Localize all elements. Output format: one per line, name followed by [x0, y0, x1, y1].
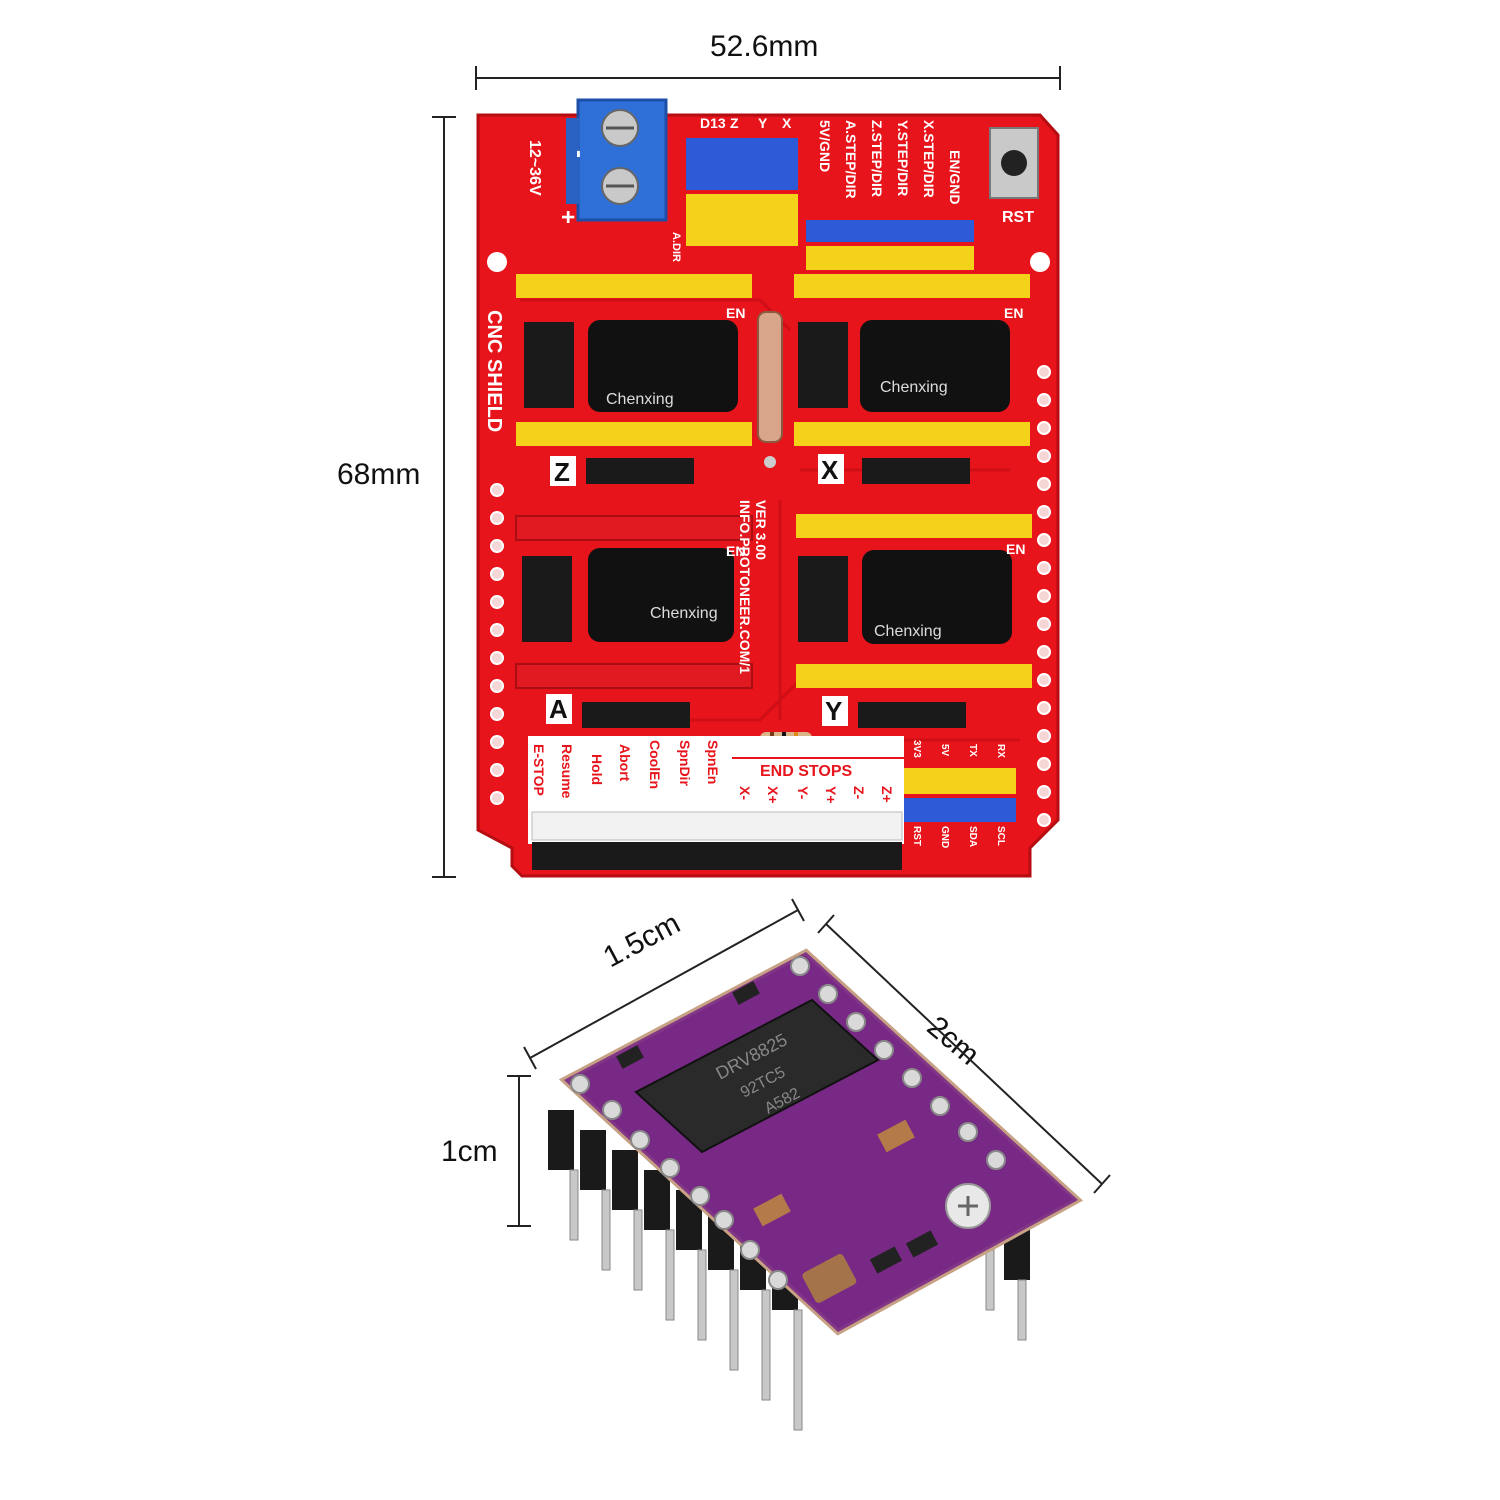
reset-button[interactable]: [989, 127, 1039, 199]
svg-text:TX: TX: [967, 744, 978, 757]
driver-socket-a[interactable]: [515, 515, 753, 728]
endstops-title: END STOPS: [760, 763, 853, 780]
svg-text:Y-: Y-: [795, 786, 811, 800]
driver-components: [616, 981, 991, 1303]
axis-label-y: Y: [825, 696, 842, 726]
capacitor-brand: Chenxing: [650, 605, 718, 622]
svg-text:A.STEP/DIR: A.STEP/DIR: [843, 120, 859, 199]
svg-text:RX: RX: [995, 744, 1006, 758]
axis-label-x: X: [821, 455, 839, 485]
reset-label: RST: [1002, 209, 1034, 226]
driver-socket-x[interactable]: [794, 274, 1030, 484]
board-name: CNC SHIELD: [483, 310, 505, 432]
header-label: Z: [730, 115, 739, 131]
svg-text:EN/GND: EN/GND: [947, 150, 963, 204]
control-pin-labels: E-STOP Resume Hold Abort CoolEn SpnDir S…: [531, 740, 721, 799]
svg-text:Z.STEP/DIR: Z.STEP/DIR: [869, 120, 885, 197]
svg-text:Abort: Abort: [617, 744, 633, 782]
dimension-lines: [432, 66, 1111, 1227]
mount-hole: [1030, 252, 1050, 272]
header-label: Y: [758, 115, 768, 131]
svg-text:RST: RST: [911, 826, 922, 846]
cnc-shield-board: - + 12~36V D13 Z Y X A.DIR EN/GND X.STEP…: [476, 98, 1060, 878]
header-label: X: [782, 115, 792, 131]
svg-text:5V/GND: 5V/GND: [817, 120, 833, 172]
svg-text:SpnEn: SpnEn: [705, 740, 721, 784]
svg-text:SDA: SDA: [967, 826, 978, 847]
axis-label-z: Z: [554, 457, 570, 487]
svg-text:GND: GND: [939, 826, 950, 848]
top-signal-labels: EN/GND X.STEP/DIR Y.STEP/DIR Z.STEP/DIR …: [817, 120, 963, 204]
driver-socket-y[interactable]: [796, 514, 1032, 728]
svg-text:3V3: 3V3: [911, 740, 922, 758]
capacitor-brand: Chenxing: [606, 391, 674, 408]
mount-hole: [487, 252, 507, 272]
power-voltage-label: 12~36V: [526, 140, 543, 196]
board-version: VER 3.00: [753, 500, 769, 560]
en-label: EN: [1006, 541, 1025, 557]
svg-text:Y.STEP/DIR: Y.STEP/DIR: [895, 120, 911, 196]
driver-height-label: 1cm: [441, 1135, 498, 1168]
shield-width-label: 52.6mm: [710, 30, 819, 63]
svg-text:SpnDir: SpnDir: [677, 740, 693, 786]
a-dir-label: A.DIR: [670, 232, 682, 262]
en-label: EN: [726, 543, 745, 559]
capacitor-brand: Chenxing: [880, 379, 948, 396]
power-terminal[interactable]: [566, 98, 668, 222]
svg-text:X-: X-: [737, 786, 753, 800]
svg-text:Hold: Hold: [589, 754, 605, 785]
driver-socket-z[interactable]: [516, 274, 752, 486]
svg-text:CoolEn: CoolEn: [647, 740, 663, 789]
board-website: INFO.PROTONEER.COM/1: [737, 500, 753, 674]
svg-text:E-STOP: E-STOP: [531, 744, 547, 796]
power-plus-label: +: [554, 210, 581, 224]
svg-text:Z-: Z-: [851, 786, 867, 800]
svg-text:X+: X+: [765, 786, 781, 804]
endstop-labels: X- X+ Y- Y+ Z- Z+: [737, 786, 895, 804]
control-header-pins[interactable]: [531, 811, 903, 870]
shield-height-label: 68mm: [337, 458, 421, 491]
capacitor-brand: Chenxing: [874, 623, 942, 640]
svg-text:SCL: SCL: [995, 826, 1006, 846]
left-pin-row: [490, 483, 504, 805]
svg-text:5V: 5V: [939, 744, 950, 757]
svg-text:Z+: Z+: [879, 786, 895, 803]
serial-i2c-header[interactable]: [904, 768, 1016, 822]
top-jumper-headers[interactable]: [686, 138, 974, 270]
center-fuse: [757, 311, 783, 468]
header-label: D13: [700, 115, 726, 131]
top-header-labels: D13 Z Y X A.DIR: [670, 115, 792, 262]
driver-pads: [570, 956, 1006, 1290]
svg-text:X.STEP/DIR: X.STEP/DIR: [921, 120, 937, 198]
serial-labels: 3V3 5V TX RX RST GND SDA SCL: [911, 740, 1006, 848]
axis-label-a: A: [549, 694, 568, 724]
power-minus-label: -: [566, 150, 593, 158]
right-pin-row: [1037, 365, 1051, 827]
en-label: EN: [1004, 305, 1023, 321]
stepper-driver-module: DRV8825 92TC5 A582: [548, 948, 1084, 1431]
en-label: EN: [726, 305, 745, 321]
svg-text:Resume: Resume: [559, 744, 575, 799]
svg-text:Y+: Y+: [823, 786, 839, 804]
